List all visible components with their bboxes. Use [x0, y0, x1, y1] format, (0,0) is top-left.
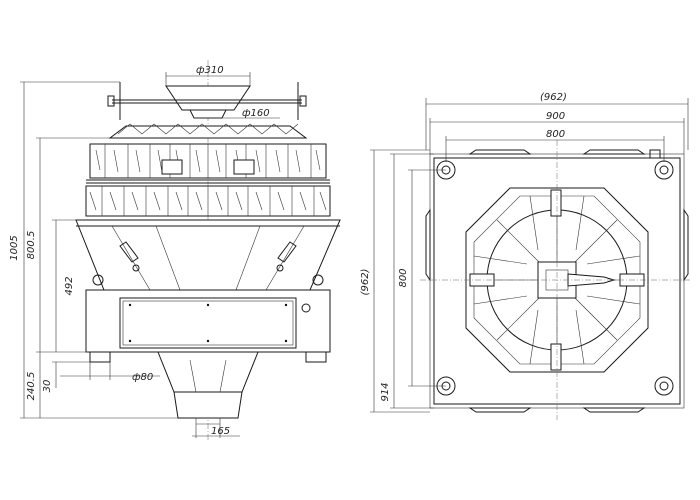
chute-latch-right: [277, 241, 297, 263]
front-view: ф310 ф160 1005 800.5 492 240.5 30 ф80: [9, 60, 341, 440]
feed-hopper: [165, 85, 251, 119]
knob-right: [312, 274, 324, 286]
dim-depth-800: 800: [398, 268, 409, 287]
support-bar: [107, 82, 307, 120]
dim-cone-height: 492: [64, 276, 75, 295]
foot-left: [89, 351, 111, 363]
dim-base-height: 240.5: [26, 372, 37, 401]
discharge-funnel: [157, 351, 259, 419]
collecting-chute: [75, 219, 341, 291]
dim-foot-dia: ф80: [132, 372, 153, 383]
dim-outlet-width: 165: [211, 426, 230, 437]
foot-right: [305, 351, 327, 363]
chute-latch-left: [119, 241, 139, 263]
dim-overall-width: (962): [540, 92, 567, 103]
mounting-holes: [436, 160, 674, 396]
dim-width-800: 800: [546, 129, 565, 140]
dim-depth-914: 914: [380, 382, 391, 401]
top-cone: [108, 123, 308, 139]
base-frame: [85, 289, 331, 353]
dim-overall-depth: (962): [360, 269, 371, 296]
dim-hopper-dia: ф310: [196, 65, 224, 76]
dim-body-height: 800.5: [26, 231, 37, 260]
knob-left: [92, 274, 104, 286]
top-view: (962) 900 800 (962) 914 800: [360, 92, 692, 420]
weigh-buckets-lower: [85, 179, 331, 217]
dim-top-bucket-dia: ф160: [242, 108, 270, 119]
feed-buckets-upper: [89, 143, 327, 179]
dim-foot-height: 30: [42, 380, 53, 393]
dim-total-height: 1005: [9, 235, 20, 260]
dim-width-900: 900: [546, 111, 565, 122]
